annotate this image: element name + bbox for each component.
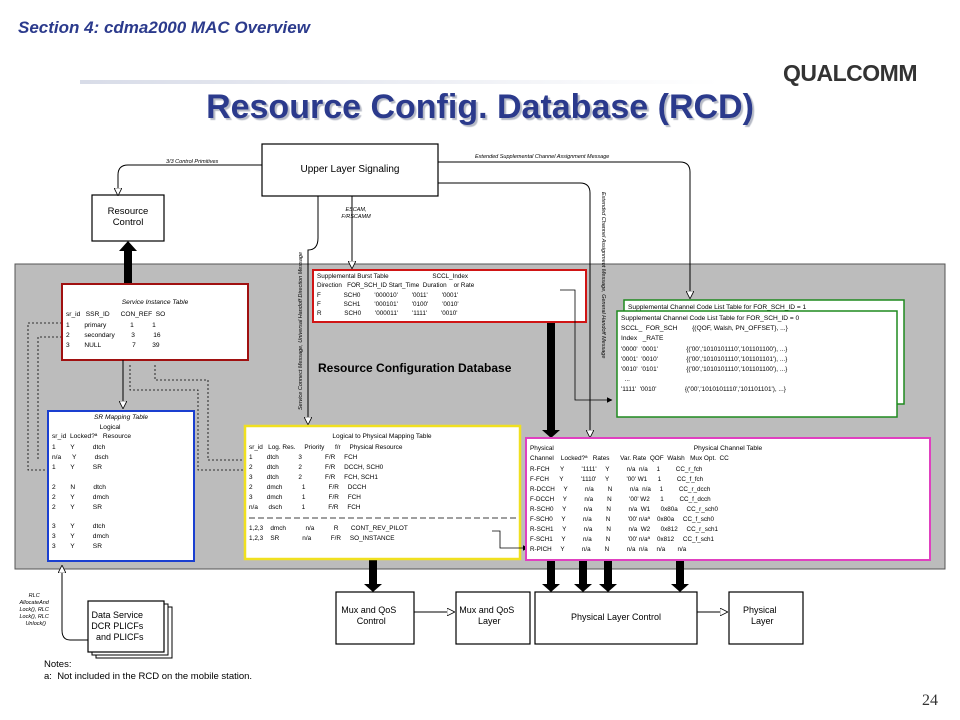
rcd-label: Resource Configuration Database xyxy=(318,361,512,375)
physical-layer-control-box[interactable] xyxy=(534,591,698,645)
pct-row: R-FCH Y '1111' Y n/a n/a 1 CC_r_fch xyxy=(530,466,703,473)
physical-layer-label: Physical Layer xyxy=(743,605,789,626)
lpm-row: 1,2,3 dmch n/a R CONT_REV_PILOT xyxy=(249,525,408,532)
pct-row: R-SCH1 Y n/a N n/a W2 0x812 CC_r_sch1 xyxy=(530,526,719,533)
lpm-row: 1 dtch 3 F/R FCH xyxy=(249,454,358,461)
sccl-back-title: Supplemental Channel Code List Table for… xyxy=(628,304,807,311)
pct-header-line-2: Channel Locked?ª Rates Var. Rate QOF Wal… xyxy=(530,455,729,462)
sbt-header-line-1: Supplemental Burst Table SCCL_Index xyxy=(317,273,469,280)
physical-layer-box[interactable] xyxy=(728,591,804,645)
srm-row: 1 Y dtch xyxy=(52,444,106,451)
pct-row: R-PICH Y n/a N n/a n/a n/a n/a xyxy=(530,546,687,553)
mux-qos-control-box[interactable] xyxy=(335,591,415,645)
pct-header-line-1: Physical xyxy=(530,445,554,452)
srm-header-line-2: sr_id Locked?ª Resource xyxy=(52,433,131,440)
srm-header-line-1: Logical xyxy=(52,424,121,431)
pct-row: R-SCH0 Y n/a N n/a W1 0x80a CC_r_sch0 xyxy=(530,506,719,513)
lpm-row: 3 dtch 2 F/R FCH, SCH1 xyxy=(249,474,378,481)
sbt-row: R SCH0 '000011' '1111' '0010' xyxy=(317,310,457,317)
sbt-row: F SCH1 '000101' '0100' '0010' xyxy=(317,301,459,308)
sccl-row: '0001' '0010' {('00','1010101110','10110… xyxy=(621,356,788,363)
srm-row: 1 Y SR xyxy=(52,464,102,471)
resource-control-box[interactable] xyxy=(91,194,165,242)
data-service-box[interactable]: Data Service DCR PLICFs and PLICFs xyxy=(87,600,173,659)
lpm-row: 2 dtch 2 F/R DCCH, SCH0 xyxy=(249,464,384,471)
service-connect-label: Service Connect Message, Universal Hando… xyxy=(298,252,304,410)
lpm-row: n/a dsch 1 F/R FCH xyxy=(249,504,361,511)
srm-row: 3 Y SR xyxy=(52,543,102,550)
sccl-index-arrow xyxy=(560,289,613,403)
sccl-title: Supplemental Channel Code List Table for… xyxy=(621,315,800,322)
mux-qos-layer-box[interactable] xyxy=(455,591,531,645)
sccl-row: '0000' '0001' {('00','1010101110','10110… xyxy=(621,346,788,353)
physical-layer-control-label: Physical Layer Control xyxy=(571,612,661,622)
control-primitives-arrow xyxy=(118,164,262,195)
rlc-label: RLC AllocateAnd Lock(), RLC Lock(), RLC … xyxy=(19,593,57,627)
srm-row: 3 Y dmch xyxy=(52,533,109,540)
lpm-header: sr_id Log. Res. Priority f/r Physical Re… xyxy=(249,444,403,451)
srm-title: SR Mapping Table xyxy=(94,414,148,421)
lpm-row: 2 dmch 1 F/R DCCH xyxy=(249,484,367,491)
sccl-row: ... xyxy=(621,376,630,383)
control-primitives-label: 3/3 Control Primitives xyxy=(166,159,219,165)
qualcomm-logo: QUALCOMM xyxy=(783,60,917,86)
pct-row: F-SCH1 Y n/a N '00' n/aª 0x812 CC_f_sch1 xyxy=(530,536,715,543)
mux-qos-control-label: Mux and QoS Control xyxy=(341,605,409,626)
data-service-label: Data Service DCR PLICFs and PLICFs xyxy=(91,610,161,642)
extended-cam-arrow xyxy=(438,182,590,437)
mux-qos-layer-label: Mux and QoS Layer xyxy=(459,605,527,626)
srm-row: n/a Y dsch xyxy=(52,454,109,461)
page-number: 24 xyxy=(922,692,938,709)
srm-row: 2 N dtch xyxy=(52,484,106,491)
pct-row: R-DCCH Y n/a N n/a n/a 1 CC_r_dcch xyxy=(530,486,711,493)
dotted-connectors xyxy=(27,322,245,471)
pct-title: Physical Channel Table xyxy=(694,445,763,452)
srm-row: 3 Y dtch xyxy=(52,523,106,530)
upper-layer-signaling-box[interactable] xyxy=(261,143,439,197)
sccl-table-front: Supplemental Channel Code List Table for… xyxy=(616,310,898,418)
service-instance-table: Service Instance Table sr_id SSR_ID CON_… xyxy=(61,283,249,361)
sr-mapping-table: SR Mapping Table Logical sr_id Locked?ª … xyxy=(47,410,195,562)
lpm-row: 3 dmch 1 F/R FCH xyxy=(249,494,361,501)
sccl-row: '0010' '0101' {('00','1010101110','10110… xyxy=(621,366,788,373)
lpm-row: 1,2,3 SR n/a F/R SO_INSTANCE xyxy=(249,535,395,542)
sit-header: sr_id SSR_ID CON_REF SO xyxy=(66,311,165,318)
sit-title: Service Instance Table xyxy=(122,299,189,306)
sccl-header-line-2: Index _RATE xyxy=(621,335,664,342)
escam-arrow xyxy=(438,161,690,298)
logical-physical-mapping-table: Logical to Physical Mapping Table sr_id … xyxy=(243,424,522,561)
sccl-row: '1111' '0010' {('00','1010101110','10110… xyxy=(621,386,787,393)
sit-row: 3 NULL 7 39 xyxy=(66,342,160,349)
extended-scam-label: Extended Supplemental Channel Assignment… xyxy=(475,154,609,160)
sbt-header-line-2: Direction FOR_SCH_ID Start_Time Duration… xyxy=(317,282,475,289)
slide-title: Resource Config. Database (RCD) xyxy=(206,88,754,126)
srm-row: 2 Y SR xyxy=(52,504,102,511)
extended-cam-label: Extended Channel Assignment Message, Gen… xyxy=(600,192,606,358)
sit-row: 2 secondary 3 16 xyxy=(66,332,161,339)
physical-channel-table: Physical Channel Table Physical Channel … xyxy=(525,437,931,561)
notes-heading: Notes: xyxy=(44,659,71,670)
pct-row: F-DCCH Y n/a N '00' W2 1 CC_f_dcch xyxy=(530,496,711,503)
thick-arrows xyxy=(119,241,689,592)
service-connect-arrow xyxy=(308,196,319,424)
header-rule xyxy=(80,80,720,84)
sccl-header-line-1: SCCL_ FOR_SCH {(QOF, Walsh, PN_OFFSET}, … xyxy=(621,325,789,332)
lpm-title: Logical to Physical Mapping Table xyxy=(332,433,432,440)
escam-label: ESCAM,F/RSCAMM xyxy=(341,207,371,220)
section-title: Section 4: cdma2000 MAC Overview xyxy=(18,18,310,37)
note-a: a: Not included in the RCD on the mobile… xyxy=(44,671,252,682)
pct-row: F-FCH Y '1110' Y '00' W1 1 CC_f_fch xyxy=(530,476,704,483)
rev-pilot-arrow xyxy=(492,530,529,551)
srm-row: 2 Y dmch xyxy=(52,494,109,501)
rlc-arrow xyxy=(62,566,88,641)
sit-row: 1 primary 1 1 xyxy=(66,322,156,329)
supplemental-burst-table: Supplemental Burst Table SCCL_Index Dire… xyxy=(312,269,587,323)
upper-layer-signaling-label: Upper Layer Signaling xyxy=(301,164,400,175)
sbt-row: F SCH0 '000010' '0011' '0001' xyxy=(317,292,458,299)
pct-row: F-SCH0 Y n/a N '00' n/aª 0x80a CC_f_sch0 xyxy=(530,516,715,523)
